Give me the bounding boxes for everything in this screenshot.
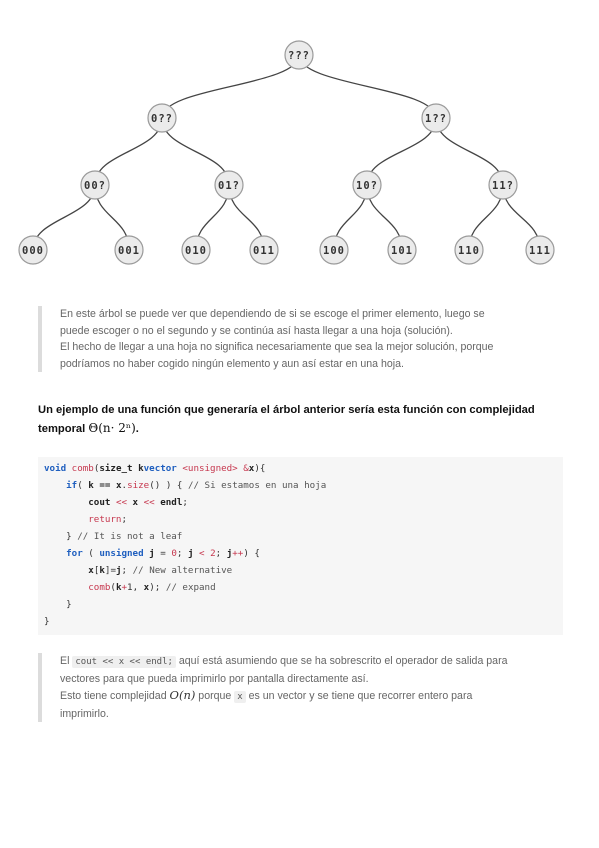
tree-node: ??? — [284, 40, 314, 70]
tree-node: 110 — [454, 235, 484, 265]
tree-edge — [298, 54, 437, 119]
tree-node: 1?? — [421, 103, 451, 133]
heading-period: . — [135, 423, 139, 435]
tree-node: 0?? — [147, 103, 177, 133]
inline-code: cout << x << endl; — [72, 656, 176, 668]
tree-node-label: 010 — [185, 245, 207, 257]
tree-node: 111 — [525, 235, 555, 265]
code-line: comb(k+1, x); // expand — [88, 582, 216, 593]
tree-node-label: 001 — [118, 245, 140, 257]
code-line: void comb(size_t kvector <unsigned> &x){ — [44, 463, 266, 474]
tree-node: 101 — [387, 235, 417, 265]
quote-line: puede escoger o no el segundo y se conti… — [60, 324, 453, 337]
tree-node-label: 101 — [391, 245, 413, 257]
code-line: } // It is not a leaf — [66, 531, 183, 542]
tree-node: 10? — [352, 170, 382, 200]
tree-node: 11? — [488, 170, 518, 200]
quote-line: imprimirlo. — [60, 707, 109, 720]
quote-line: El hecho de llegar a una hoja no signifi… — [60, 341, 494, 353]
code-line: } — [44, 616, 50, 627]
code-line: cout << x << endl; — [88, 497, 188, 508]
tree-node-label: 011 — [253, 245, 275, 257]
tree-node-label: 110 — [458, 245, 480, 257]
quote-line: El cout << x << endl; aquí está asumiend… — [60, 655, 508, 668]
tree-node-label: 1?? — [425, 113, 447, 125]
quote-line: En este árbol se puede ver que dependien… — [60, 308, 485, 320]
explanation-blockquote: En este árbol se puede ver que dependien… — [38, 306, 580, 372]
quote-line: podríamos no haber cogido ningún element… — [60, 357, 404, 370]
code-line: } — [66, 599, 72, 610]
tree-node-label: 00? — [84, 180, 106, 192]
tree-node: 010 — [181, 235, 211, 265]
heading-line: temporal Θ(n· 2ⁿ). — [38, 419, 563, 438]
tree-node-label: 10? — [356, 180, 378, 192]
tree-node-label: 111 — [529, 245, 551, 257]
quote-line: Esto tiene complejidad O(n) porque x es … — [60, 688, 473, 703]
tree-node: 000 — [18, 235, 48, 265]
code-block: void comb(size_t kvector <unsigned> &x){… — [38, 457, 563, 635]
inline-code: x — [234, 691, 246, 703]
tree-edge — [161, 54, 300, 119]
tree-node-label: 11? — [492, 180, 514, 192]
note-blockquote: El cout << x << endl; aquí está asumiend… — [38, 653, 580, 722]
tree-node-label: 01? — [218, 180, 240, 192]
complexity-formula: O(n) — [169, 688, 196, 702]
tree-node: 100 — [319, 235, 349, 265]
tree-node-label: ??? — [288, 50, 310, 62]
heading-text: temporal — [38, 423, 89, 435]
tree-node: 001 — [114, 235, 144, 265]
tree-node: 01? — [214, 170, 244, 200]
quote-line: vectores para que pueda imprimirlo por p… — [60, 672, 369, 685]
complexity-formula: Θ(n· 2ⁿ) — [88, 421, 136, 435]
decision-tree-diagram: ??? 0?? 1?? 00? 01? 10? 11? 000 001 010 011 100 101 1… — [18, 40, 555, 265]
heading-line: Un ejemplo de una función que generaría … — [38, 404, 535, 416]
tree-node: 00? — [80, 170, 110, 200]
tree-node-label: 0?? — [151, 113, 173, 125]
tree-node-label: 000 — [22, 245, 44, 257]
code-line: return; — [88, 514, 128, 525]
code-line: for ( unsigned j = 0; j < 2; j++) { — [66, 548, 260, 559]
section-heading: Un ejemplo de una función que generaría … — [38, 401, 563, 438]
tree-node-label: 100 — [323, 245, 345, 257]
tree-node: 011 — [249, 235, 279, 265]
code-line: x[k]=j; // New alternative — [88, 565, 233, 576]
code-line: if( k == x.size() ) { // Si estamos en u… — [66, 480, 327, 491]
